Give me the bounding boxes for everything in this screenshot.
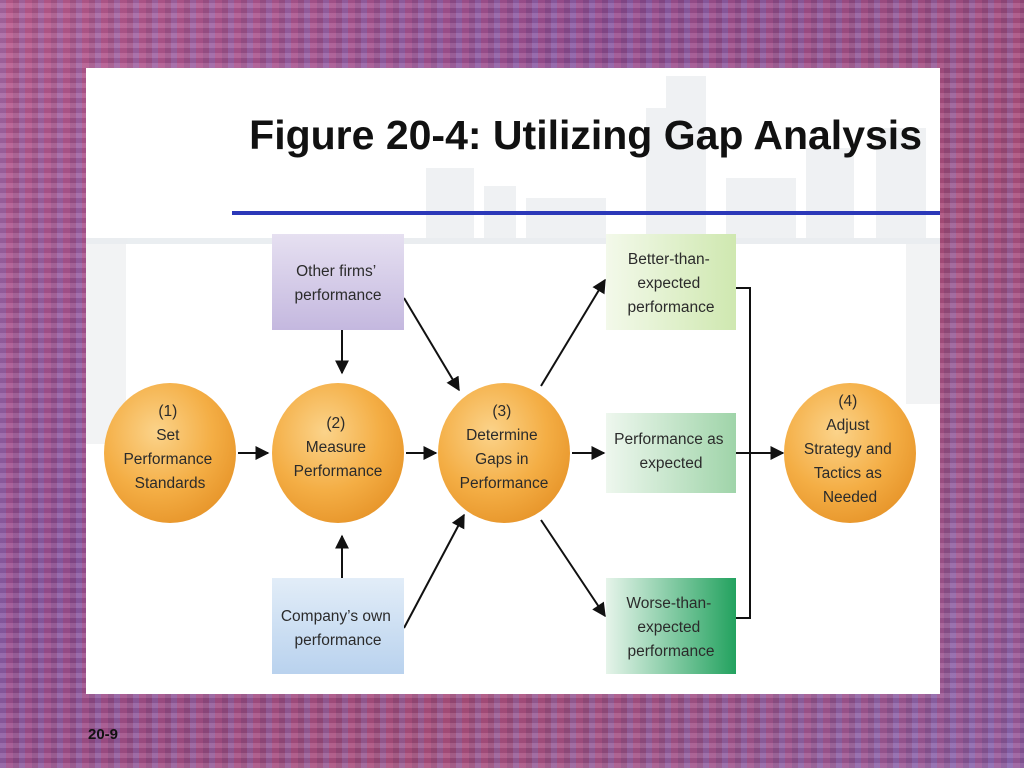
step-4-circle [784, 383, 916, 523]
performance-as-expected-label: Performance as expected [614, 431, 728, 472]
performance-as-expected-box [606, 413, 736, 493]
connector-arrows [238, 278, 785, 629]
arrow-3-to-worse [540, 519, 606, 618]
arrow-company-to-3 [403, 513, 465, 629]
gap-analysis-diagram: Other firms’ performance Company’s own p… [104, 234, 916, 674]
better-than-expected-label: Better-than- expected performance [627, 251, 714, 316]
city-skyline-background [86, 76, 940, 444]
step-4-label: (4) Adjust Strategy and Tactics as Neede… [804, 393, 896, 506]
other-firms-box [272, 234, 404, 330]
slide-panel: Figure 20-4: Utilizing Gap Analysis [86, 68, 940, 694]
arrow-3-to-better [540, 278, 606, 387]
step-1-label: (1) Set Performance Standards [123, 403, 216, 492]
step-3-label: (3) Determine Gaps in Performance [460, 403, 549, 492]
company-own-label: Company’s own performance [281, 608, 395, 649]
company-own-box [272, 578, 404, 674]
step-3-circle [438, 383, 570, 523]
better-than-expected-box [606, 234, 736, 330]
title-underline [232, 211, 940, 215]
step-1-circle [104, 383, 236, 523]
other-firms-label: Other firms’ performance [294, 263, 381, 304]
step-2-label: (2) Measure Performance [294, 415, 383, 480]
slide-title: Figure 20-4: Utilizing Gap Analysis [249, 112, 922, 158]
worse-than-expected-box [606, 578, 736, 674]
arrow-other-firms-to-3 [403, 297, 460, 392]
slide-number: 20-9 [88, 726, 119, 743]
worse-than-expected-label: Worse-than- expected performance [626, 595, 715, 660]
step-2-circle [272, 383, 404, 523]
